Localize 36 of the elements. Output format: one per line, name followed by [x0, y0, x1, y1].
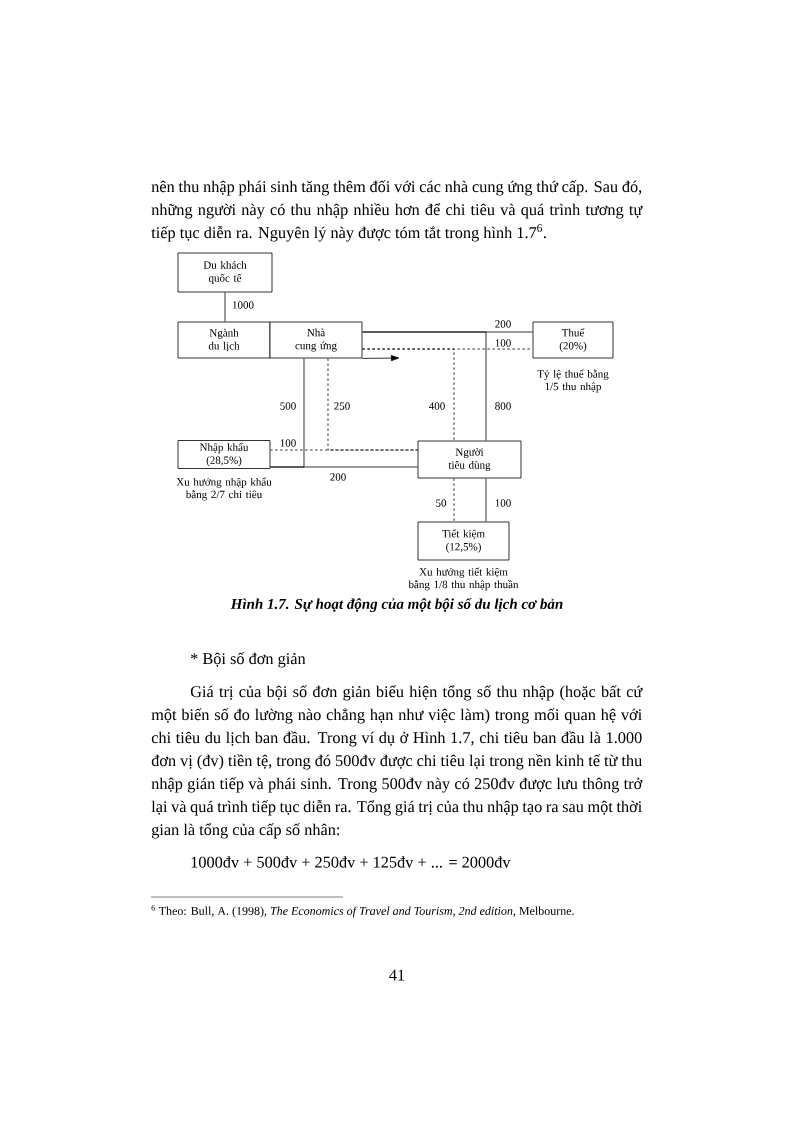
edge-label: 400	[427, 401, 447, 411]
connector-line	[270, 466, 418, 468]
edge-label: 1000	[231, 300, 255, 310]
connector-line	[224, 292, 226, 322]
flow-box: Ngành du lịch	[177, 321, 271, 359]
connector-line	[453, 478, 455, 522]
box-note: Xu hướng tiết kiệm bằng 1/8 thu nhập thuần	[408, 567, 519, 591]
edge-label: 800	[493, 401, 513, 411]
connector-line	[485, 478, 487, 522]
flow-box: Nhập khẩu (28,5%)	[177, 440, 271, 469]
flow-box: Người tiêu dùng	[417, 440, 522, 479]
connector-line	[362, 331, 487, 441]
edge-label: 200	[328, 472, 348, 482]
section-heading: * Bội số đơn giản	[191, 652, 306, 668]
body-paragraph: Giá trị của bội số đơn giản biểu hiện tổng số thu nhập (hoặc bất cứ một biến số đo lường nào chẳng hạn như việc làm) trong mối quan hệ với chi tiêu du lịch ban đầu. Trong ví dụ ở Hình 1.7, chi tiêu ban đầu là 1.000 đơn vị (đv) tiền tệ, trong đó 500đv được chi tiêu lại trong nền kinh tế từ thu nhập gián tiếp và phái sinh. Trong 500đv này có 250đv được lưu thông trở lại và quá trình tiếp tục diễn ra. Tổng giá trị của thu nhập tạo ra sau một thời gian là tổng của cấp số nhân:	[151, 685, 643, 839]
flow-box: Du khách quốc tế	[177, 252, 273, 293]
equation-line: 1000đv + 500đv + 250đv + 125đv + ... = 2000đv	[191, 856, 511, 868]
connector-line	[270, 449, 418, 451]
page-number: 41	[389, 969, 405, 981]
edge-label: 500	[278, 401, 298, 411]
box-note: Xu hướng nhập khẩu bằng 2/7 chi tiêu	[176, 477, 272, 501]
connector-line	[362, 355, 400, 362]
edge-label: 100	[278, 438, 298, 448]
edge-label: 100	[493, 338, 513, 348]
body-paragraph: nên thu nhập phái sinh tăng thêm đối với các nhà cung ứng thứ cấp. Sau đó, những người này có thu nhập nhiều hơn để chi tiêu và quá trình tương tự tiếp tục diễn ra. Nguyên lý này được tóm tắt trong hình 1.7$^{6}$.	[151, 180, 643, 242]
connector-line	[362, 348, 455, 441]
edge-label: 50	[434, 498, 448, 508]
edge-label: 100	[493, 498, 513, 508]
footnote: $^{6}$ Theo: Bull, A. (1998), The Economics of Travel and Tourism, 2nd edition, Melbourne.	[151, 905, 574, 918]
edge-label: 250	[332, 401, 352, 411]
flow-box: Tiết kiệm (12,5%)	[417, 521, 510, 561]
box-note: Tỷ lệ thuế bằng 1/5 thu nhập	[537, 369, 609, 393]
figure-caption: Hình 1.7. Sự hoạt động của một bội số du lịch cơ bản	[230, 598, 563, 613]
flow-box: Thuế (20%)	[532, 321, 614, 359]
flow-box: Nhà cung ứng	[269, 321, 363, 359]
edge-label: 200	[493, 319, 513, 329]
